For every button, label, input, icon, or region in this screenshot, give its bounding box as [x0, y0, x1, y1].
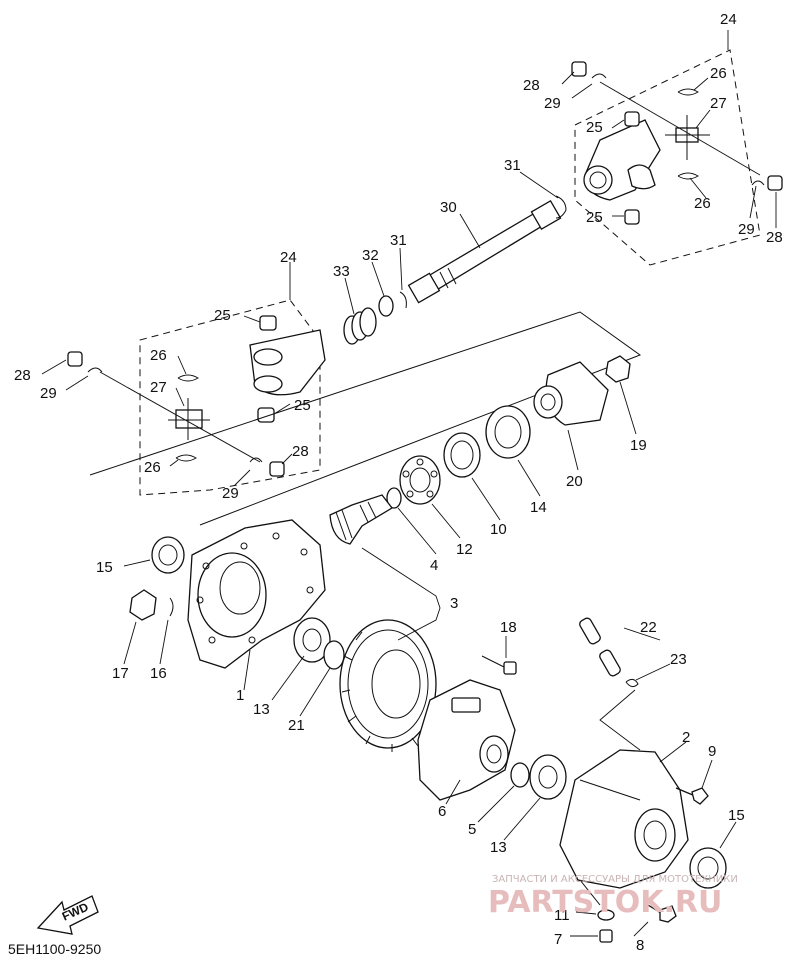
callout-19: 19 [630, 437, 647, 454]
callout-16: 16 [150, 665, 167, 682]
callout-29: 29 [738, 221, 755, 238]
callout-33: 33 [333, 263, 350, 280]
callout-15: 15 [96, 559, 113, 576]
callout-28: 28 [292, 443, 309, 460]
callout-28: 28 [766, 229, 783, 246]
callout-26: 26 [710, 65, 727, 82]
callout-25: 25 [294, 397, 311, 414]
callout-30: 30 [440, 199, 457, 216]
leader-lines [41, 71, 777, 937]
callout-26: 26 [150, 347, 167, 364]
callout-24: 24 [280, 249, 297, 266]
callout-1: 1 [236, 687, 244, 704]
watermark-caption: ЗАПЧАСТИ И АКСЕССУАРЫ ДЛЯ МОТОТЕХНИКИ [492, 874, 738, 885]
callout-25: 25 [586, 119, 603, 136]
callout-28: 28 [14, 367, 31, 384]
callout-4: 4 [430, 557, 438, 574]
callout-29: 29 [40, 385, 57, 402]
diagram-code: 5EH1100-9250 [8, 941, 101, 957]
gear-case-1 [129, 519, 345, 670]
callout-22: 22 [640, 619, 657, 636]
watermark-brand: PARTSTOK.RU [488, 885, 722, 920]
callout-29: 29 [544, 95, 561, 112]
callout-23: 23 [670, 651, 687, 668]
differential-6 [417, 655, 567, 801]
callout-labels: 24 28 29 26 27 25 31 26 25 30 29 28 24 3… [14, 11, 783, 954]
callout-7: 7 [554, 931, 562, 948]
fwd-arrow-icon: FWD [36, 895, 99, 935]
callout-12: 12 [456, 541, 473, 558]
callout-28: 28 [523, 77, 540, 94]
ring-gear [339, 619, 437, 752]
callout-9: 9 [708, 743, 716, 760]
callout-14: 14 [530, 499, 547, 516]
watermark: ЗАПЧАСТИ И АКСЕССУАРЫ ДЛЯ МОТОТЕХНИКИ PA… [488, 874, 738, 920]
callout-17: 17 [112, 665, 129, 682]
ujoint-group-upper [571, 30, 783, 266]
ujoint-group-left [67, 262, 326, 496]
pinion-assembly [329, 355, 631, 545]
callout-3: 3 [450, 595, 458, 612]
callout-25: 25 [586, 209, 603, 226]
callout-27: 27 [710, 95, 727, 112]
callout-18: 18 [500, 619, 517, 636]
callout-26: 26 [694, 195, 711, 212]
callout-25: 25 [214, 307, 231, 324]
callout-5: 5 [468, 821, 476, 838]
callout-6: 6 [438, 803, 446, 820]
callout-2: 2 [682, 729, 690, 746]
callout-27: 27 [150, 379, 167, 396]
callout-13: 13 [253, 701, 270, 718]
callout-32: 32 [362, 247, 379, 264]
reference-frame [89, 311, 642, 526]
callout-26: 26 [144, 459, 161, 476]
callout-29: 29 [222, 485, 239, 502]
callout-21: 21 [288, 717, 305, 734]
gear-case-2 [559, 617, 727, 943]
callout-31: 31 [390, 232, 407, 249]
callout-8: 8 [636, 937, 644, 954]
drive-shaft [343, 195, 567, 345]
callout-20: 20 [566, 473, 583, 490]
callout-10: 10 [490, 521, 507, 538]
callout-24: 24 [720, 11, 737, 28]
callout-15: 15 [728, 807, 745, 824]
callout-13: 13 [490, 839, 507, 856]
callout-11: 11 [554, 907, 570, 924]
callout-31: 31 [504, 157, 521, 174]
